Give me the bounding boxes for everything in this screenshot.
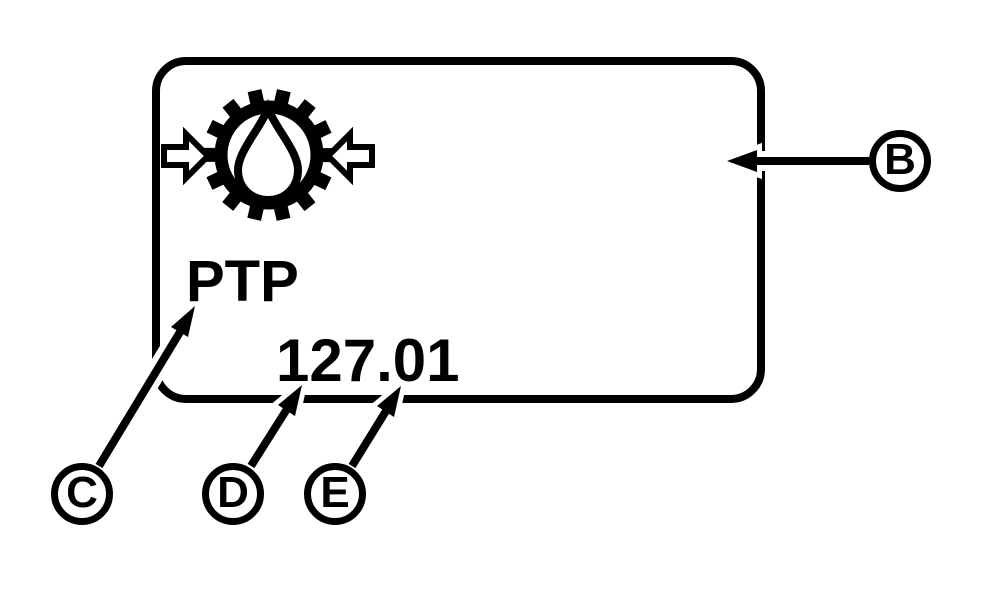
callout-arrow-e xyxy=(343,372,410,472)
callout-d-circle: D xyxy=(202,463,264,525)
callout-b-label: B xyxy=(884,135,916,184)
ptp-label: PTP xyxy=(186,249,299,314)
callout-arrow-d xyxy=(242,371,311,472)
gear-oil-icon xyxy=(202,89,336,221)
callout-d-label: D xyxy=(217,468,249,517)
pressure-arrow-left-icon xyxy=(161,126,213,186)
display-panel-outline xyxy=(152,57,765,403)
oil-droplet-icon xyxy=(233,98,303,205)
callout-arrow-c xyxy=(90,292,204,472)
value-readout: 127.01 xyxy=(276,327,460,394)
callout-c-label: C xyxy=(66,468,98,517)
callout-arrow-b xyxy=(712,142,869,180)
callout-c-circle: C xyxy=(51,463,113,525)
callout-b-circle: B xyxy=(869,130,931,192)
callout-e-label: E xyxy=(320,468,350,517)
callout-e-circle: E xyxy=(304,463,366,525)
pressure-arrow-right-icon xyxy=(323,126,375,186)
